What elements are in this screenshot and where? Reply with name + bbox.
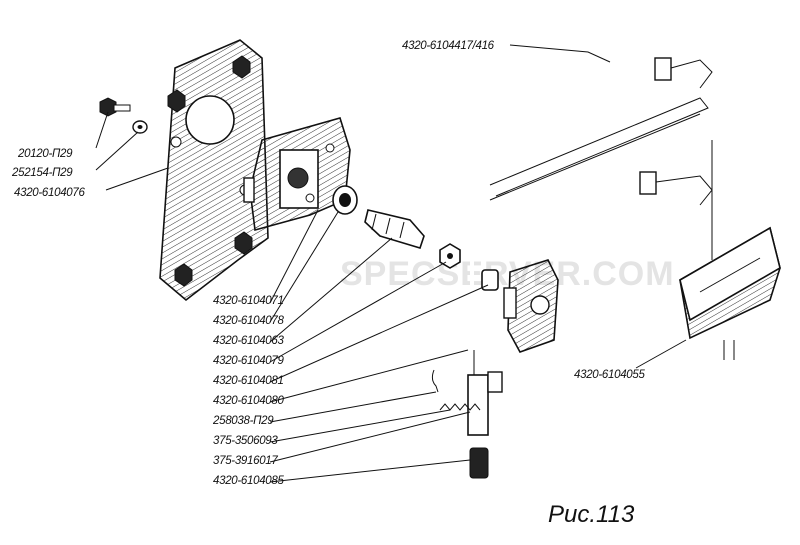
label-bracket: 4320-6104071 [213,295,284,307]
label-nut: 4320-6104079 [213,355,284,367]
label-pin: 4320-6104080 [213,395,284,407]
label-bolt: 20120-П29 [17,148,73,160]
end-cap [469,447,489,479]
rod [467,350,503,436]
figure-caption: Рис.113 [548,501,635,528]
spring [439,403,481,411]
label-glass-holder: 4320-6104055 [574,369,645,381]
label-washer: 252154-П29 [11,167,73,179]
label-cap: 4320-6104085 [213,475,284,487]
label-shaft: 4320-6104063 [213,335,284,347]
label-slider: 4320-6104081 [213,375,284,387]
label-cotter: 258038-П29 [212,415,274,427]
mounting-plate [159,39,269,302]
label-bushing: 4320-6104078 [213,315,284,327]
label-plate: 4320-6104076 [14,187,85,199]
washer [132,120,148,134]
label-rod: 375-3916017 [213,455,278,467]
bushing [332,185,358,215]
glass-holder [679,226,781,360]
bracket [243,117,351,232]
part-labels: 4320-6104417/416 20120-П29 252154-П29 43… [11,40,646,487]
label-frame-top: 4320-6104417/416 [402,40,495,52]
leader-lines [95,44,687,483]
cotter-pin [431,369,439,393]
bolt [99,97,131,117]
slider [481,259,559,353]
watermark: SPECSERVER.COM [340,255,675,293]
window-frame [470,20,723,350]
label-spring: 375-3506093 [213,435,278,447]
nut [439,243,461,269]
shaft [364,209,425,249]
